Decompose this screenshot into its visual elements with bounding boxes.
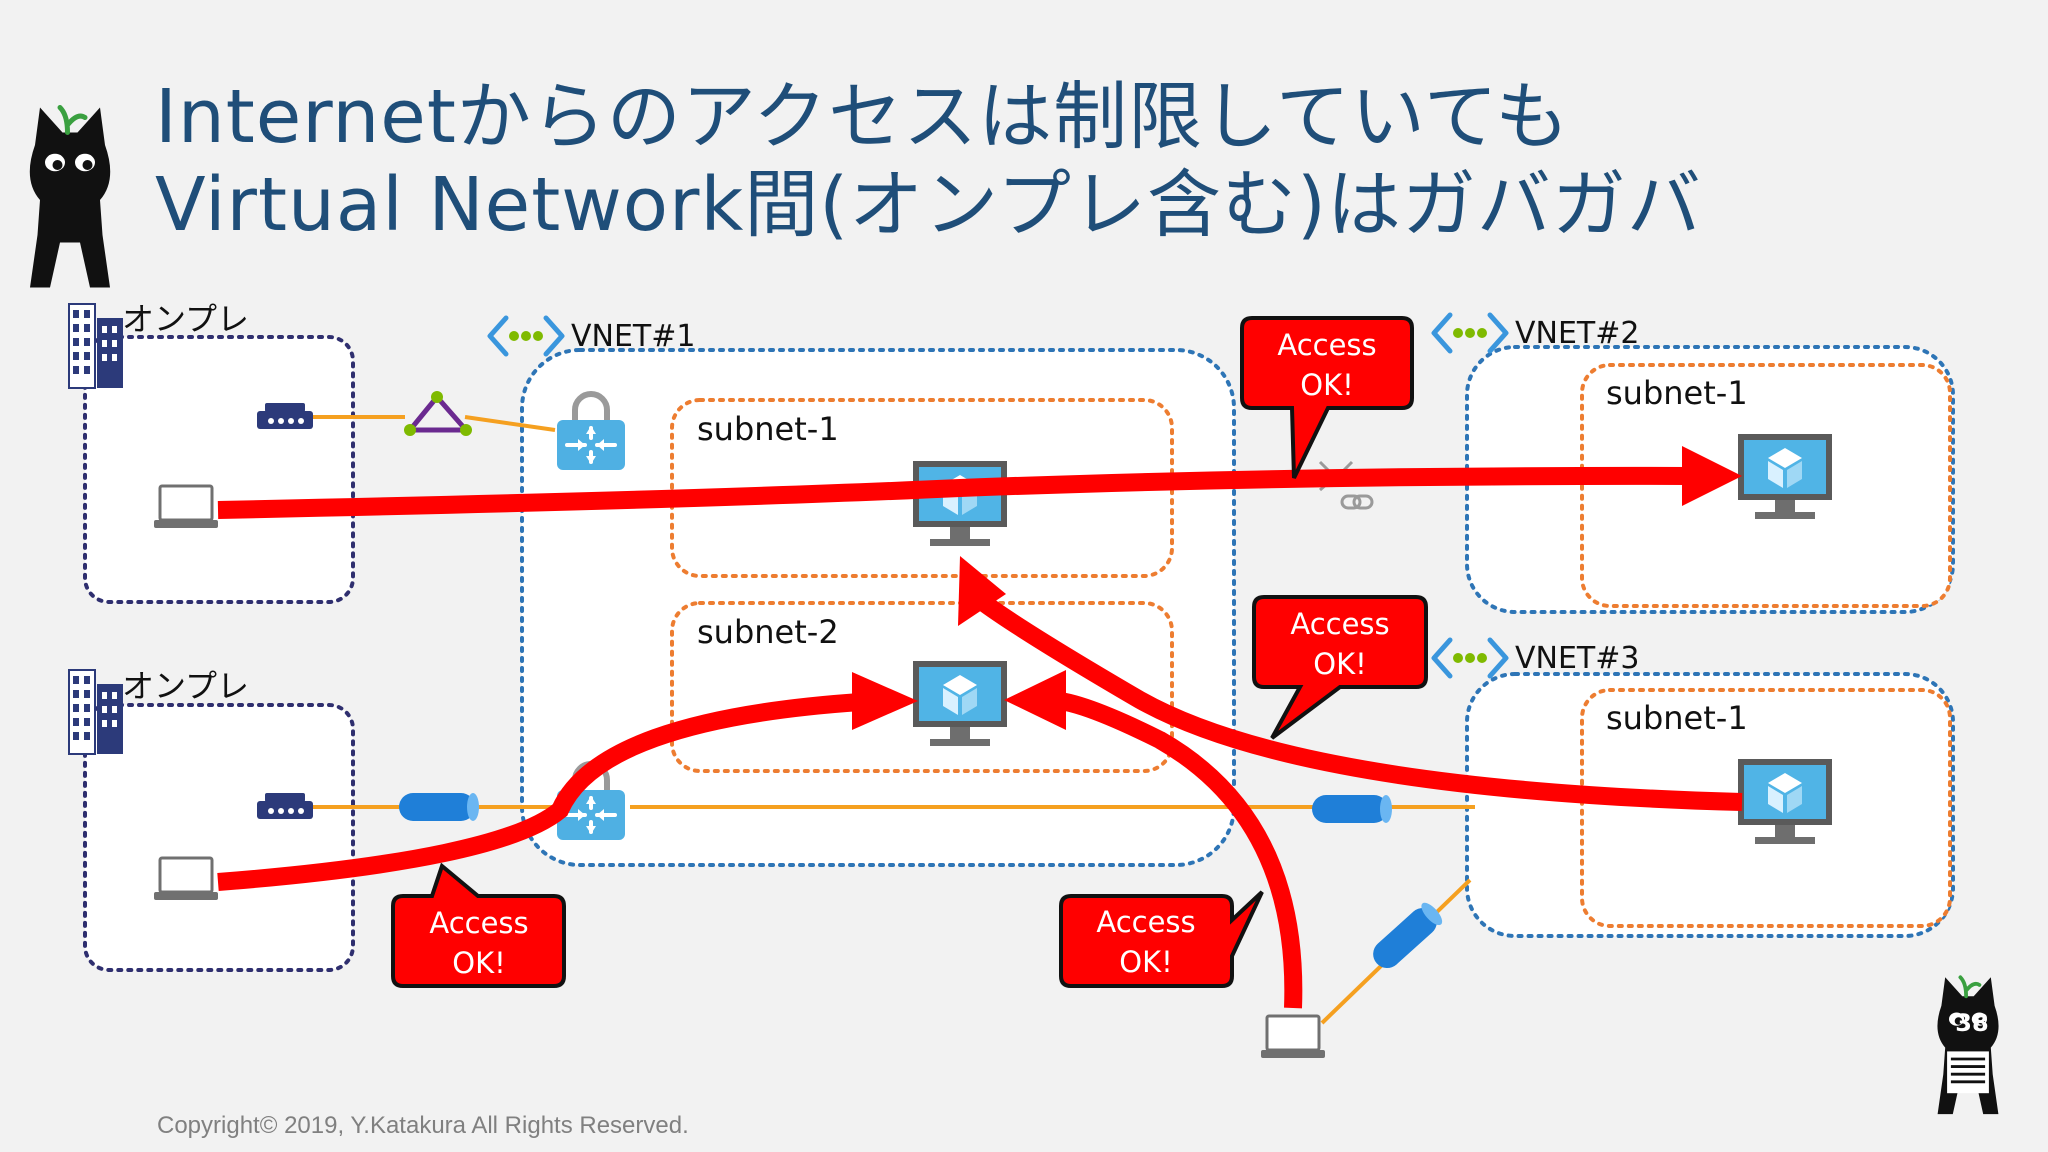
callout-2: Access OK! [1252,595,1428,740]
onprem-label-1: オンプレ [122,300,249,338]
callout-4-line2: OK! [1119,945,1172,979]
expressroute-pipe-icon [1312,795,1392,823]
arrow-head [1004,670,1066,730]
laptop-icon [152,856,220,902]
vnet1-label: VNET#1 [571,319,695,354]
arrow-vnet3-to-subnet1 [974,592,1743,811]
onprem-label-2: オンプレ [122,667,249,705]
building-icon [68,669,124,755]
vnet3-subnet1-label: subnet-1 [1606,699,1748,737]
callout-2-line2: OK! [1313,647,1366,681]
vnet1-subnet2-label: subnet-2 [697,613,839,651]
vnet-icon [490,318,562,354]
arrow-head [958,556,1006,626]
access-arrows [217,446,1743,1009]
laptop-icon [1259,1014,1327,1060]
page-cat-mascot-icon [1935,975,2001,1116]
onprem-box-2 [83,703,355,972]
vnet2-subnet1-label: subnet-1 [1606,374,1748,412]
callout-1-line1: Access [1277,328,1376,362]
arrow-onprem2-to-subnet2 [217,693,861,891]
vpn-triangle-icon [404,391,472,436]
vnet-icon [1434,315,1506,351]
expressroute-pipe-icon [1367,899,1446,974]
vnet3-label: VNET#3 [1515,641,1639,676]
onprem-box-1 [83,335,355,604]
vnet2-label: VNET#2 [1515,316,1639,351]
router-icon [257,403,313,429]
building-icon [68,303,124,389]
callout-3-line2: OK! [452,946,505,980]
laptop-icon [152,484,220,530]
page-number: 38 [1955,1009,1988,1037]
arrow-laptop-to-subnet2 [1049,691,1303,1009]
expressroute-pipe-icon [399,793,479,821]
callout-3: Access OK! [391,862,566,988]
callout-1-line2: OK! [1300,368,1353,402]
router-icon [257,793,313,819]
vnet-icon [1434,640,1506,676]
callout-2-line1: Access [1290,607,1389,641]
cat-mascot-icon [30,108,110,288]
vnet1-subnet1-label: subnet-1 [697,410,839,448]
copyright-text: Copyright© 2019, Y.Katakura All Rights R… [157,1112,689,1139]
callout-1: Access OK! [1240,316,1414,479]
callout-4: Access OK! [1059,890,1264,988]
callout-3-line1: Access [429,906,528,940]
arrow-head [852,672,918,730]
title-line-2: Virtual Network間(オンプレ含む)はガバガバ [155,162,1702,248]
arrow-head [1682,446,1742,506]
title-line-1: Internetからのアクセスは制限していても [155,74,1570,160]
callout-4-line1: Access [1096,905,1195,939]
arrow-onprem1-to-vnet2 [217,466,1691,519]
